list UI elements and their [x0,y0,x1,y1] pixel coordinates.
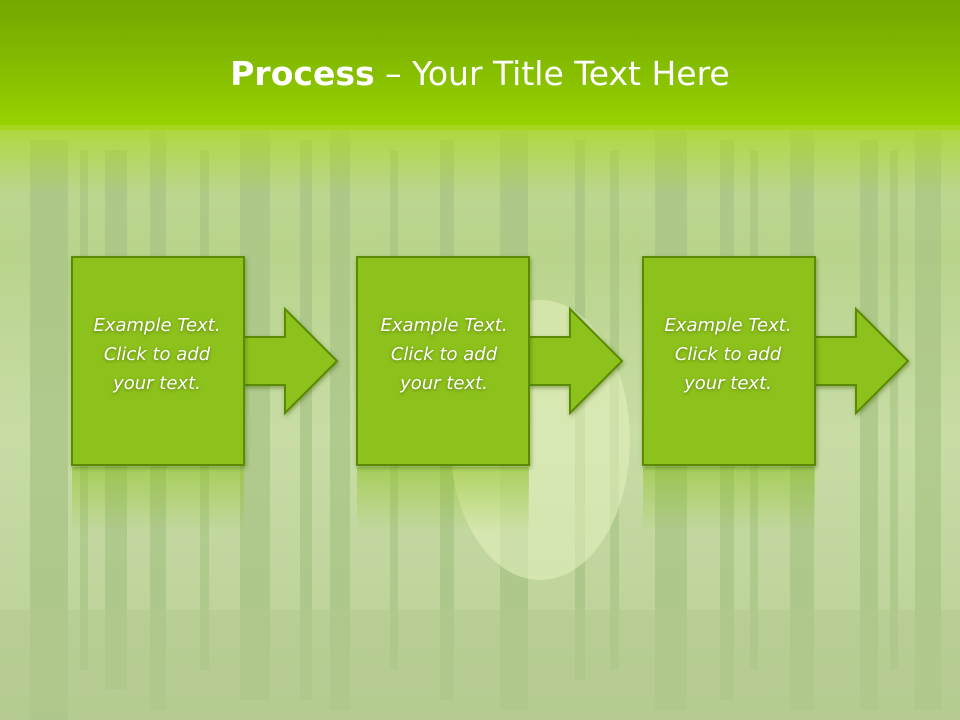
step-1-box [71,256,245,466]
step-3-text[interactable]: Example Text. Click to add your text. [643,311,813,398]
process-step-2[interactable] [356,256,624,532]
step-2-line-2: Click to add [390,344,498,365]
step-1-arrow [243,306,339,416]
step-1-text[interactable]: Example Text. Click to add your text. [72,311,242,398]
step-2-text[interactable]: Example Text. Click to add your text. [359,311,529,398]
process-step-3[interactable] [642,256,910,532]
slide-title[interactable]: Process – Your Title Text Here [0,52,960,96]
step-2-line-3: your text. [400,373,488,394]
step-2-arrow [528,306,624,416]
step-3-line-2: Click to add [674,344,782,365]
process-step-1[interactable] [71,256,339,532]
step-1-line-1: Example Text. [93,315,221,336]
title-bold: Process [230,54,375,93]
step-2-reflection [357,467,529,532]
step-2-line-1: Example Text. [380,315,508,336]
banner-fade [0,125,960,195]
title-rest: – Your Title Text Here [374,54,730,93]
step-1-reflection [72,467,244,532]
title-banner [0,0,960,130]
step-3-line-3: your text. [684,373,772,394]
step-3-line-1: Example Text. [664,315,792,336]
step-2-box [356,256,530,466]
step-3-arrow [814,306,910,416]
step-1-line-3: your text. [113,373,201,394]
step-1-line-2: Click to add [103,344,211,365]
step-3-box [642,256,816,466]
step-3-reflection [643,467,815,532]
